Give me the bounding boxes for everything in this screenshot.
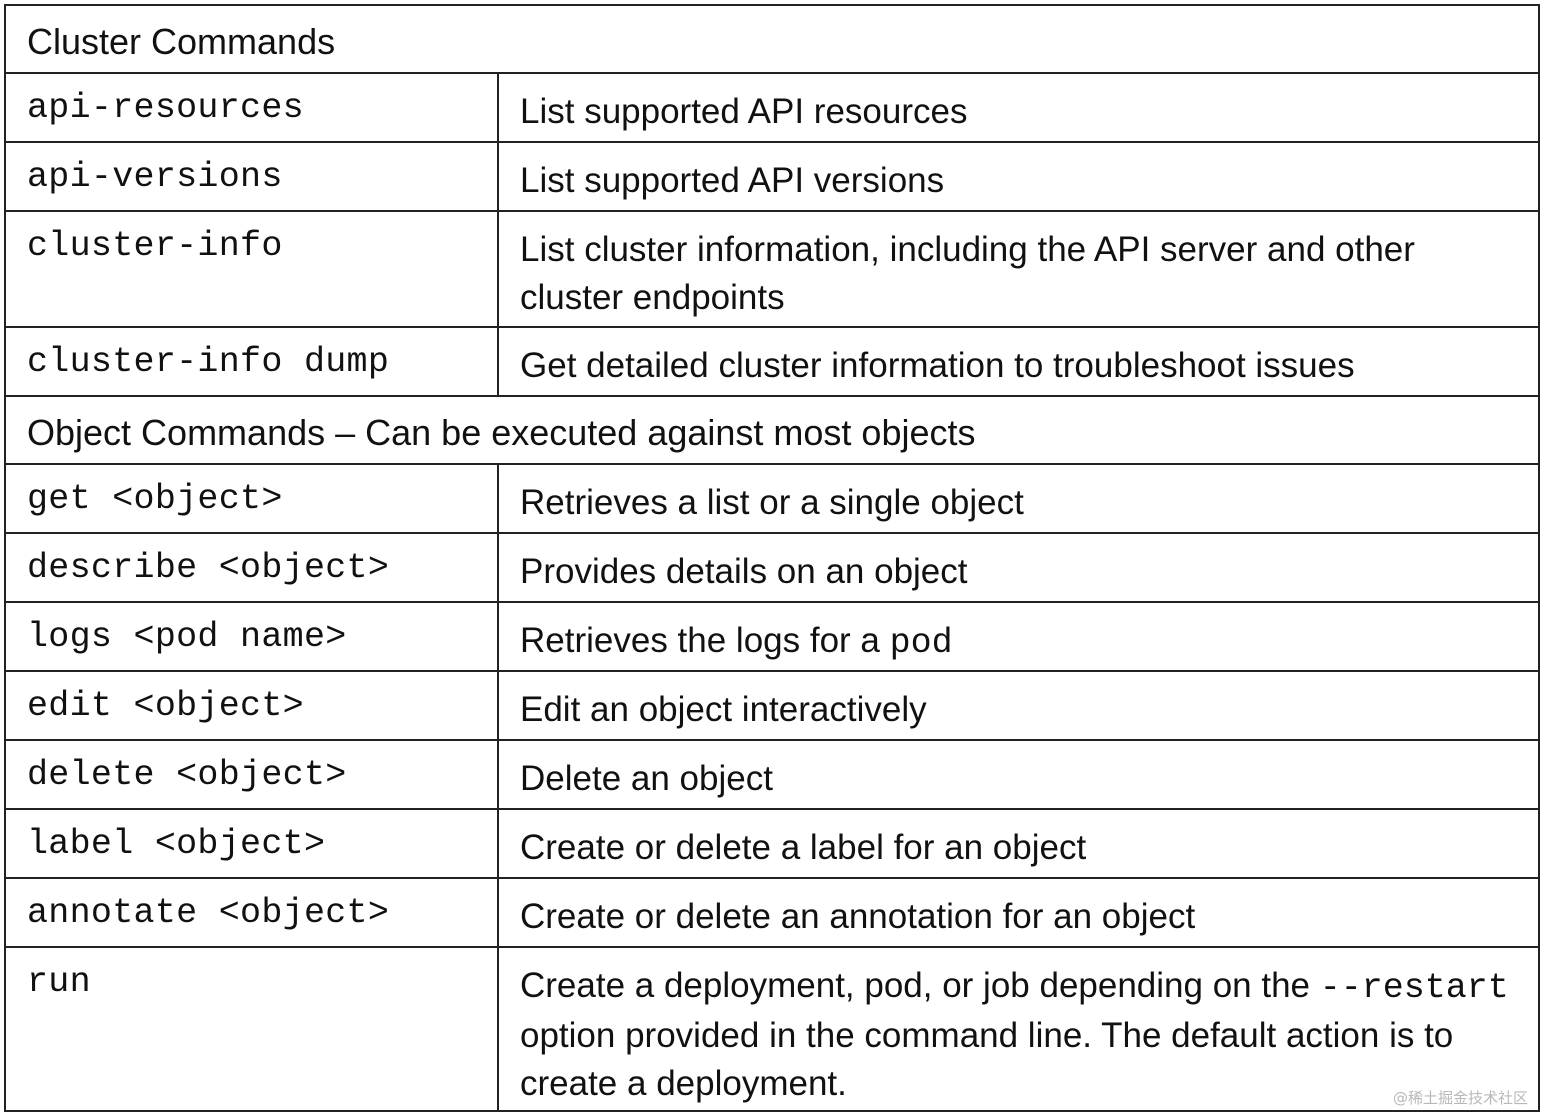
table-row: label <object> Create or delete a label … <box>4 808 1540 879</box>
command-cell: api-resources <box>4 72 499 143</box>
command-cell: describe <object> <box>4 532 499 603</box>
table-row: delete <object> Delete an object <box>4 739 1540 810</box>
description-cell: List cluster information, including the … <box>497 210 1540 328</box>
table-row: api-resources List supported API resourc… <box>4 72 1540 143</box>
command-cell: cluster-info <box>4 210 499 328</box>
command-cell: label <object> <box>4 808 499 879</box>
command-cell: cluster-info dump <box>4 326 499 397</box>
table-row: run Create a deployment, pod, or job dep… <box>4 946 1540 1112</box>
table-row: api-versions List supported API versions <box>4 141 1540 212</box>
section-title: Cluster Commands <box>4 4 1540 74</box>
description-cell: Edit an object interactively <box>497 670 1540 741</box>
description-cell: Retrieves the logs for a pod <box>497 601 1540 672</box>
table-row: edit <object> Edit an object interactive… <box>4 670 1540 741</box>
description-cell: Create or delete an annotation for an ob… <box>497 877 1540 948</box>
command-cell: run <box>4 946 499 1112</box>
section-header-object: Object Commands – Can be executed agains… <box>4 395 1540 465</box>
section-title: Object Commands – Can be executed agains… <box>4 395 1540 465</box>
description-cell: Get detailed cluster information to trou… <box>497 326 1540 397</box>
description-cell: Create or delete a label for an object <box>497 808 1540 879</box>
table-row: cluster-info dump Get detailed cluster i… <box>4 326 1540 397</box>
description-cell: Retrieves a list or a single object <box>497 463 1540 534</box>
command-cell: edit <object> <box>4 670 499 741</box>
command-cell: delete <object> <box>4 739 499 810</box>
inline-code: pod <box>889 623 953 663</box>
inline-code: --restart <box>1319 968 1509 1008</box>
description-cell: List supported API resources <box>497 72 1540 143</box>
command-cell: api-versions <box>4 141 499 212</box>
kubectl-commands-table: Cluster Commands api-resources List supp… <box>4 4 1540 1112</box>
command-cell: annotate <object> <box>4 877 499 948</box>
table-row: logs <pod name> Retrieves the logs for a… <box>4 601 1540 672</box>
description-text: option provided in the command line. The… <box>520 1016 1454 1103</box>
description-cell: Create a deployment, pod, or job dependi… <box>497 946 1540 1112</box>
description-text: Create a deployment, pod, or job dependi… <box>520 966 1320 1005</box>
section-header-cluster: Cluster Commands <box>4 4 1540 74</box>
table-row: get <object> Retrieves a list or a singl… <box>4 463 1540 534</box>
table-row: annotate <object> Create or delete an an… <box>4 877 1540 948</box>
command-cell: logs <pod name> <box>4 601 499 672</box>
description-cell: List supported API versions <box>497 141 1540 212</box>
description-text: Retrieves the logs for a <box>520 621 890 660</box>
table-row: cluster-info List cluster information, i… <box>4 210 1540 328</box>
description-cell: Provides details on an object <box>497 532 1540 603</box>
commands-table-wrapper: Cluster Commands api-resources List supp… <box>4 4 1540 1112</box>
table-row: describe <object> Provides details on an… <box>4 532 1540 603</box>
description-cell: Delete an object <box>497 739 1540 810</box>
watermark: @稀土掘金技术社区 <box>1392 1089 1528 1107</box>
command-cell: get <object> <box>4 463 499 534</box>
